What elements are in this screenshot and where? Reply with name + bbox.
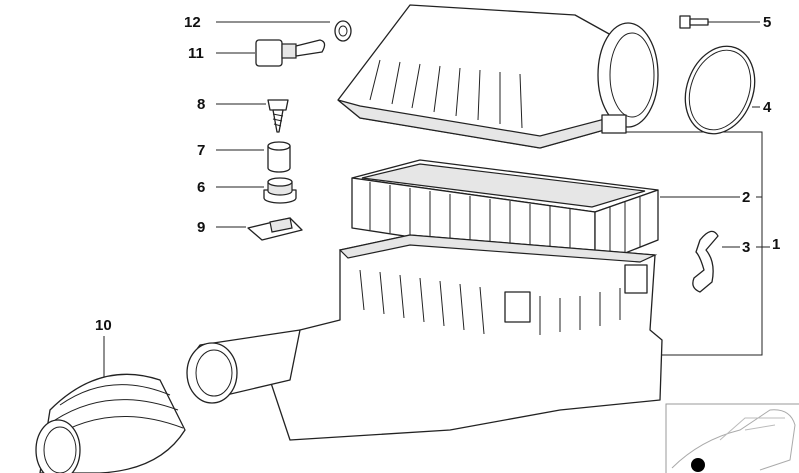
callout-2: 2 — [742, 189, 751, 206]
callout-3: 3 — [742, 239, 751, 256]
washer-part — [334, 20, 352, 42]
bolt-part — [679, 15, 709, 29]
temperature-sensor-part — [255, 39, 326, 67]
bushing-part — [267, 141, 291, 173]
spring-clip-part — [692, 230, 719, 293]
location-marker-icon — [691, 458, 705, 472]
callout-4: 4 — [763, 99, 772, 116]
callout-7: 7 — [197, 142, 206, 159]
callout-11: 11 — [188, 45, 204, 62]
vehicle-locator-thumbnail — [665, 403, 799, 473]
callout-5: 5 — [763, 14, 772, 31]
leader-lines — [103, 21, 770, 378]
callout-12: 12 — [184, 14, 201, 31]
ring-clamp-part — [684, 45, 756, 135]
clip-nut-part — [247, 217, 303, 241]
bellows-part — [35, 373, 186, 473]
housing-upper-part — [337, 4, 659, 149]
housing-lower-part — [186, 234, 663, 441]
callout-10: 10 — [95, 317, 112, 334]
callout-1: 1 — [772, 236, 781, 253]
screw-part — [267, 99, 289, 133]
callout-6: 6 — [197, 179, 206, 196]
air-filter-element-part — [351, 159, 659, 266]
callout-8: 8 — [197, 96, 206, 113]
grommet-part — [263, 177, 297, 204]
callout-9: 9 — [197, 219, 206, 236]
